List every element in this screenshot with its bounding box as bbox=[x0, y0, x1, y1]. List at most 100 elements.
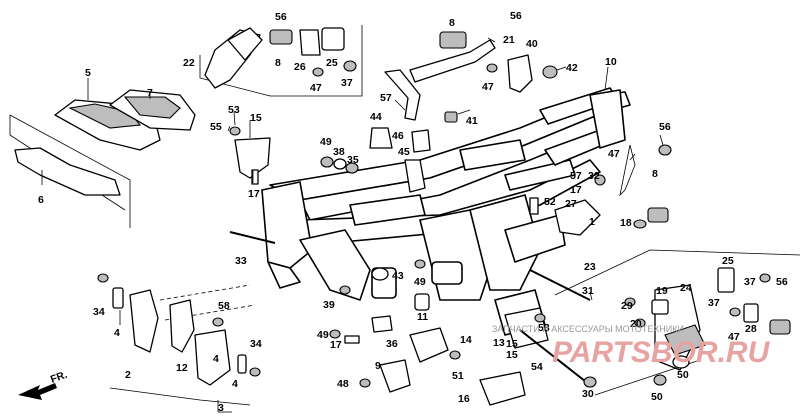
cap-56-lower bbox=[759, 273, 771, 283]
callout-37-top: 37 bbox=[341, 77, 353, 89]
callout-55: 55 bbox=[210, 121, 222, 133]
main-frame bbox=[261, 87, 631, 336]
callout-11: 11 bbox=[417, 311, 428, 323]
callout-21: 21 bbox=[503, 34, 515, 46]
bolt-31 bbox=[529, 269, 591, 301]
callout-57-right: 57 bbox=[570, 170, 582, 182]
rubber-mount-8-lower bbox=[769, 319, 791, 335]
front-marker-label: FR. bbox=[49, 369, 69, 386]
callout-8-top: 8 bbox=[449, 17, 455, 29]
callout-47-right: 47 bbox=[608, 148, 620, 160]
callout-34-lower: 34 bbox=[250, 338, 262, 350]
callout-20: 20 bbox=[630, 318, 642, 330]
nut-32 bbox=[594, 174, 606, 186]
nut-39 bbox=[339, 285, 351, 295]
callout-37-far-right: 37 bbox=[744, 276, 756, 288]
grommet-49-lower bbox=[329, 329, 341, 339]
bolt-53-top bbox=[229, 126, 241, 136]
callout-2: 2 bbox=[125, 369, 131, 381]
collar-44 bbox=[369, 127, 393, 149]
callout-15-left: 15 bbox=[250, 112, 262, 124]
pivot-bolt-54 bbox=[519, 329, 591, 386]
callout-56-right: 56 bbox=[659, 121, 671, 133]
callout-13: 13 bbox=[493, 337, 505, 349]
bolt-17-left bbox=[251, 169, 259, 185]
callout-49-upper: 49 bbox=[320, 136, 332, 148]
callout-24: 24 bbox=[680, 282, 692, 294]
collar-4-left bbox=[112, 287, 124, 309]
bracket-25-right bbox=[717, 267, 735, 293]
callout-4-lower-mid: 4 bbox=[213, 353, 219, 365]
rubber-mount-8-left bbox=[269, 29, 293, 45]
callout-47-top: 47 bbox=[310, 82, 322, 94]
bracket-22 bbox=[204, 27, 263, 89]
bolt-17-lower bbox=[344, 335, 360, 344]
bracket-14 bbox=[409, 327, 449, 363]
watermark-text: ЗАПЧАСТИ И АКСЕССУАРЫ МОТОТЕХНИКИ bbox=[492, 324, 684, 334]
bracket-15-left bbox=[234, 137, 271, 179]
callout-9: 9 bbox=[375, 360, 381, 372]
grommet-49-upper bbox=[320, 156, 334, 168]
nut-30 bbox=[583, 376, 597, 388]
bolt-51 bbox=[449, 350, 461, 360]
collar-4-lower bbox=[237, 354, 247, 374]
nut-42 bbox=[542, 65, 558, 79]
collar-43 bbox=[371, 267, 389, 281]
bracket-40 bbox=[507, 54, 533, 93]
group-outline-top bbox=[9, 25, 800, 406]
grommet-49-mid bbox=[414, 259, 426, 269]
callout-48: 48 bbox=[337, 378, 349, 390]
callout-28: 28 bbox=[745, 323, 757, 335]
plate-4-lower bbox=[194, 329, 231, 386]
callout-58: 58 bbox=[218, 300, 230, 312]
collar-50-lower bbox=[653, 374, 667, 386]
callout-16: 16 bbox=[458, 393, 470, 405]
callout-35: 35 bbox=[347, 154, 359, 166]
leader-lines bbox=[41, 37, 664, 413]
callout-17-right: 17 bbox=[570, 184, 582, 196]
callout-37-right: 37 bbox=[708, 297, 720, 309]
clamp-26 bbox=[299, 29, 321, 56]
bracket-9 bbox=[379, 359, 411, 393]
grommet-38 bbox=[333, 158, 347, 170]
callout-36: 36 bbox=[386, 338, 398, 350]
collar-46 bbox=[411, 129, 431, 153]
nut-47-top bbox=[312, 67, 324, 77]
callout-19: 19 bbox=[656, 285, 668, 297]
rubber-mount-8-right bbox=[647, 207, 669, 223]
callout-12: 12 bbox=[176, 362, 188, 374]
bracket-16 bbox=[479, 371, 526, 406]
callout-15-mid: 15 bbox=[506, 349, 518, 361]
stay-21 bbox=[409, 39, 496, 83]
bolt-20 bbox=[634, 318, 646, 328]
callout-44: 44 bbox=[370, 111, 382, 123]
bracket-25-left bbox=[321, 27, 345, 51]
callout-49-lower: 49 bbox=[317, 329, 329, 341]
callout-53-lower: 53 bbox=[538, 322, 550, 334]
bolt-34-lower bbox=[249, 367, 261, 377]
callout-23: 23 bbox=[584, 261, 596, 273]
callout-51: 51 bbox=[452, 370, 464, 382]
footpeg-24 bbox=[664, 324, 706, 356]
bracket-27 bbox=[554, 199, 601, 236]
collar-50-upper bbox=[672, 355, 690, 369]
nut-48 bbox=[359, 378, 371, 388]
callout-42: 42 bbox=[566, 62, 578, 74]
clip-18 bbox=[633, 219, 647, 229]
callout-50-upper: 50 bbox=[677, 369, 689, 381]
bracket-45 bbox=[404, 159, 426, 193]
callout-17-lower: 17 bbox=[330, 339, 342, 351]
spacer-11 bbox=[414, 293, 430, 311]
bracket-2 bbox=[129, 289, 159, 353]
bracket-12 bbox=[169, 299, 195, 353]
callout-40: 40 bbox=[526, 38, 538, 50]
callout-31: 31 bbox=[582, 285, 594, 297]
callout-6: 6 bbox=[38, 194, 44, 206]
stay-57 bbox=[384, 69, 421, 121]
callout-56-top: 56 bbox=[275, 11, 287, 23]
clip-41 bbox=[444, 111, 458, 123]
callout-41: 41 bbox=[466, 115, 478, 127]
callout-47-far-right: 47 bbox=[728, 331, 740, 343]
bolt-29 bbox=[624, 297, 636, 307]
